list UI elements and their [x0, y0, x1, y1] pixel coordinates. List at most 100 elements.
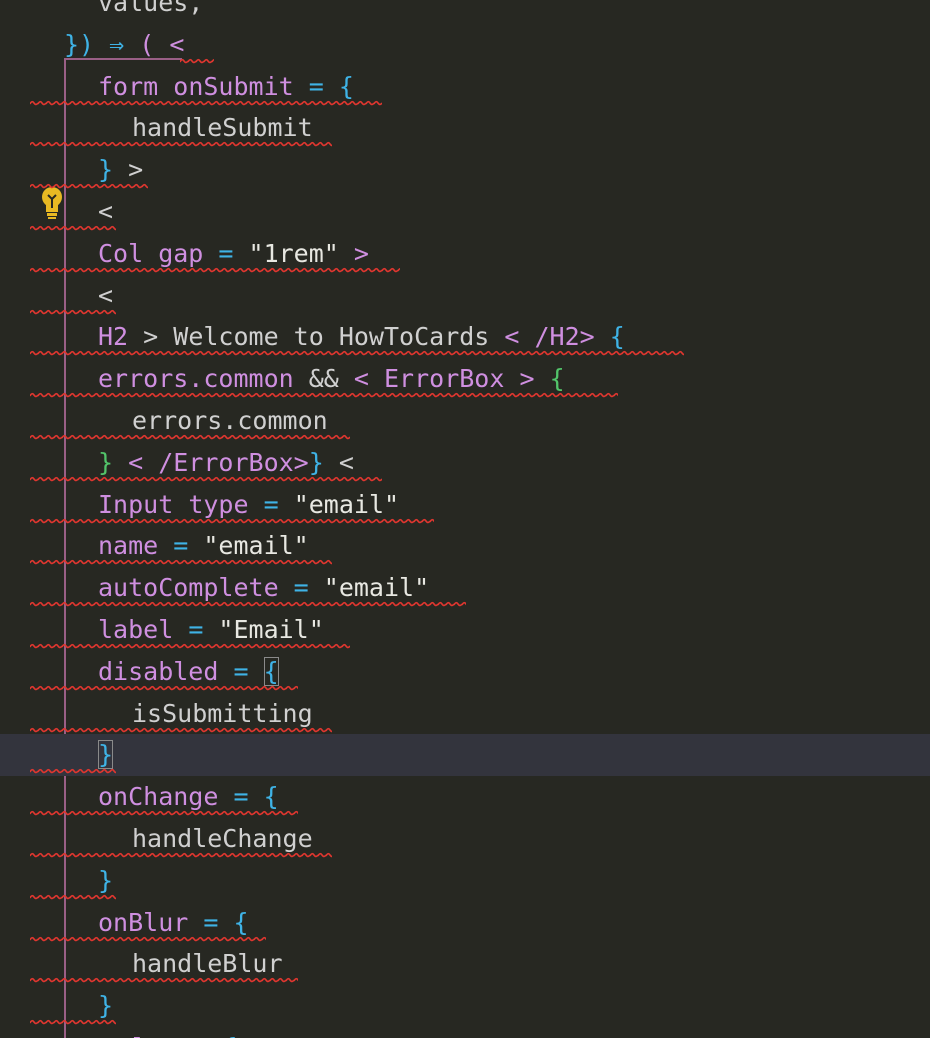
lightbulb-icon[interactable] — [40, 186, 64, 220]
code-token: errors.common — [98, 364, 294, 394]
code-line-text: handleChange — [132, 818, 313, 860]
error-squiggle — [180, 57, 214, 64]
code-token: { — [263, 782, 279, 812]
code-line-text: label = "Email" — [98, 609, 324, 651]
code-token: Welcome to HowToCards — [173, 322, 490, 352]
code-line[interactable]: Col gap = "1rem" > — [0, 233, 930, 275]
code-line-text: onChange = { — [98, 776, 279, 818]
code-line[interactable]: label = "Email" — [0, 609, 930, 651]
code-token: handleBlur — [132, 949, 283, 979]
code-line[interactable]: disabled = { — [0, 651, 930, 693]
error-squiggle — [30, 475, 382, 482]
code-token: Col — [98, 238, 144, 268]
code-token: && — [293, 364, 354, 394]
code-token: = — [188, 907, 234, 937]
code-token: < ErrorBox > — [353, 364, 550, 394]
code-line[interactable]: } — [0, 860, 930, 902]
code-line[interactable]: < — [0, 275, 930, 317]
code-token: disabled — [98, 656, 219, 686]
code-token: isSubmitting — [132, 698, 313, 728]
code-token: onSubmit — [158, 71, 294, 101]
code-line-text: errors.common && < ErrorBox > { — [98, 358, 565, 400]
code-line[interactable]: form onSubmit = { — [0, 66, 930, 108]
code-token: errors.common — [132, 406, 328, 435]
error-squiggle — [30, 977, 298, 984]
code-token: > — [128, 322, 174, 352]
code-line-text: disabled = { — [98, 651, 279, 693]
code-token: label — [98, 615, 174, 644]
code-token: = — [173, 615, 219, 644]
code-line-text: values, — [98, 0, 203, 24]
code-token: { — [263, 656, 279, 686]
code-line[interactable]: < — [0, 191, 930, 233]
code-token: onChange — [98, 782, 219, 812]
code-token: "email" — [323, 573, 430, 603]
code-line-text: H2 > Welcome to HowToCards < /H2> { — [98, 316, 625, 358]
code-token: = — [293, 71, 339, 101]
code-line-text: < — [98, 275, 113, 317]
error-squiggle — [30, 935, 266, 942]
code-line[interactable]: } — [0, 985, 930, 1027]
code-line-text: onBlur = { — [98, 902, 249, 944]
code-token: < — [98, 197, 114, 226]
code-token: type — [173, 489, 249, 519]
code-line[interactable]: } < /ErrorBox>} < — [0, 442, 930, 484]
code-line[interactable]: l { — [0, 1027, 930, 1038]
error-squiggle — [30, 852, 332, 858]
code-line[interactable]: values, — [0, 0, 930, 24]
code-token: > — [113, 155, 144, 185]
code-token: = — [278, 573, 324, 603]
code-line[interactable]: onChange = { — [0, 776, 930, 818]
code-token: onBlur — [98, 907, 189, 937]
error-squiggle — [30, 266, 400, 273]
code-token: }) — [64, 29, 95, 59]
code-token: "email" — [203, 531, 309, 561]
code-line[interactable]: autoComplete = "email" — [0, 567, 930, 609]
code-token: = — [158, 531, 204, 561]
code-token: { — [609, 322, 625, 352]
code-token: } — [98, 447, 114, 477]
code-token: "email" — [293, 489, 400, 519]
code-line[interactable]: name = "email" — [0, 525, 930, 567]
code-line[interactable]: isSubmitting — [0, 693, 930, 735]
code-line[interactable]: H2 > Welcome to HowToCards < /H2> { — [0, 316, 930, 358]
code-line[interactable]: Input type = "email" — [0, 484, 930, 526]
error-squiggle — [30, 308, 116, 315]
error-squiggle — [30, 768, 116, 775]
code-token: > — [338, 238, 369, 268]
code-token: } — [308, 447, 324, 477]
code-token: } — [98, 740, 114, 770]
code-line[interactable]: errors.common — [0, 400, 930, 442]
code-token: } — [98, 155, 114, 185]
error-squiggle — [30, 350, 684, 357]
code-line-text: Col gap = "1rem" > — [98, 233, 369, 275]
code-token: = — [218, 656, 264, 686]
error-squiggle — [30, 726, 332, 733]
code-token: gap — [143, 238, 204, 268]
current-code-line[interactable]: } — [0, 734, 930, 777]
code-line[interactable]: }) ⇒ ( < — [0, 24, 930, 66]
code-line[interactable]: onBlur = { — [0, 902, 930, 944]
error-squiggle — [30, 141, 332, 148]
code-line-text: }) ⇒ ( < — [64, 24, 184, 66]
code-token: } — [98, 865, 114, 895]
code-token: ( < — [139, 29, 185, 59]
code-line-text: errors.common — [132, 400, 328, 442]
code-line-text: handleSubmit — [132, 107, 313, 149]
code-token — [147, 1033, 222, 1038]
code-token: < — [323, 447, 354, 477]
code-line[interactable]: } > — [0, 149, 930, 191]
code-token: = — [203, 238, 249, 268]
code-line[interactable]: handleSubmit — [0, 107, 930, 149]
code-line-text: isSubmitting — [132, 693, 313, 735]
code-line[interactable]: handleChange — [0, 818, 930, 860]
code-line-text: form onSubmit = { — [98, 66, 354, 108]
code-line[interactable]: errors.common && < ErrorBox > { — [0, 358, 930, 400]
error-squiggle — [30, 810, 298, 817]
code-line-text: } — [98, 860, 113, 902]
error-squiggle — [30, 225, 116, 231]
code-token: < — [98, 280, 114, 310]
code-token: l — [132, 1033, 147, 1038]
code-line[interactable]: handleBlur — [0, 943, 930, 985]
